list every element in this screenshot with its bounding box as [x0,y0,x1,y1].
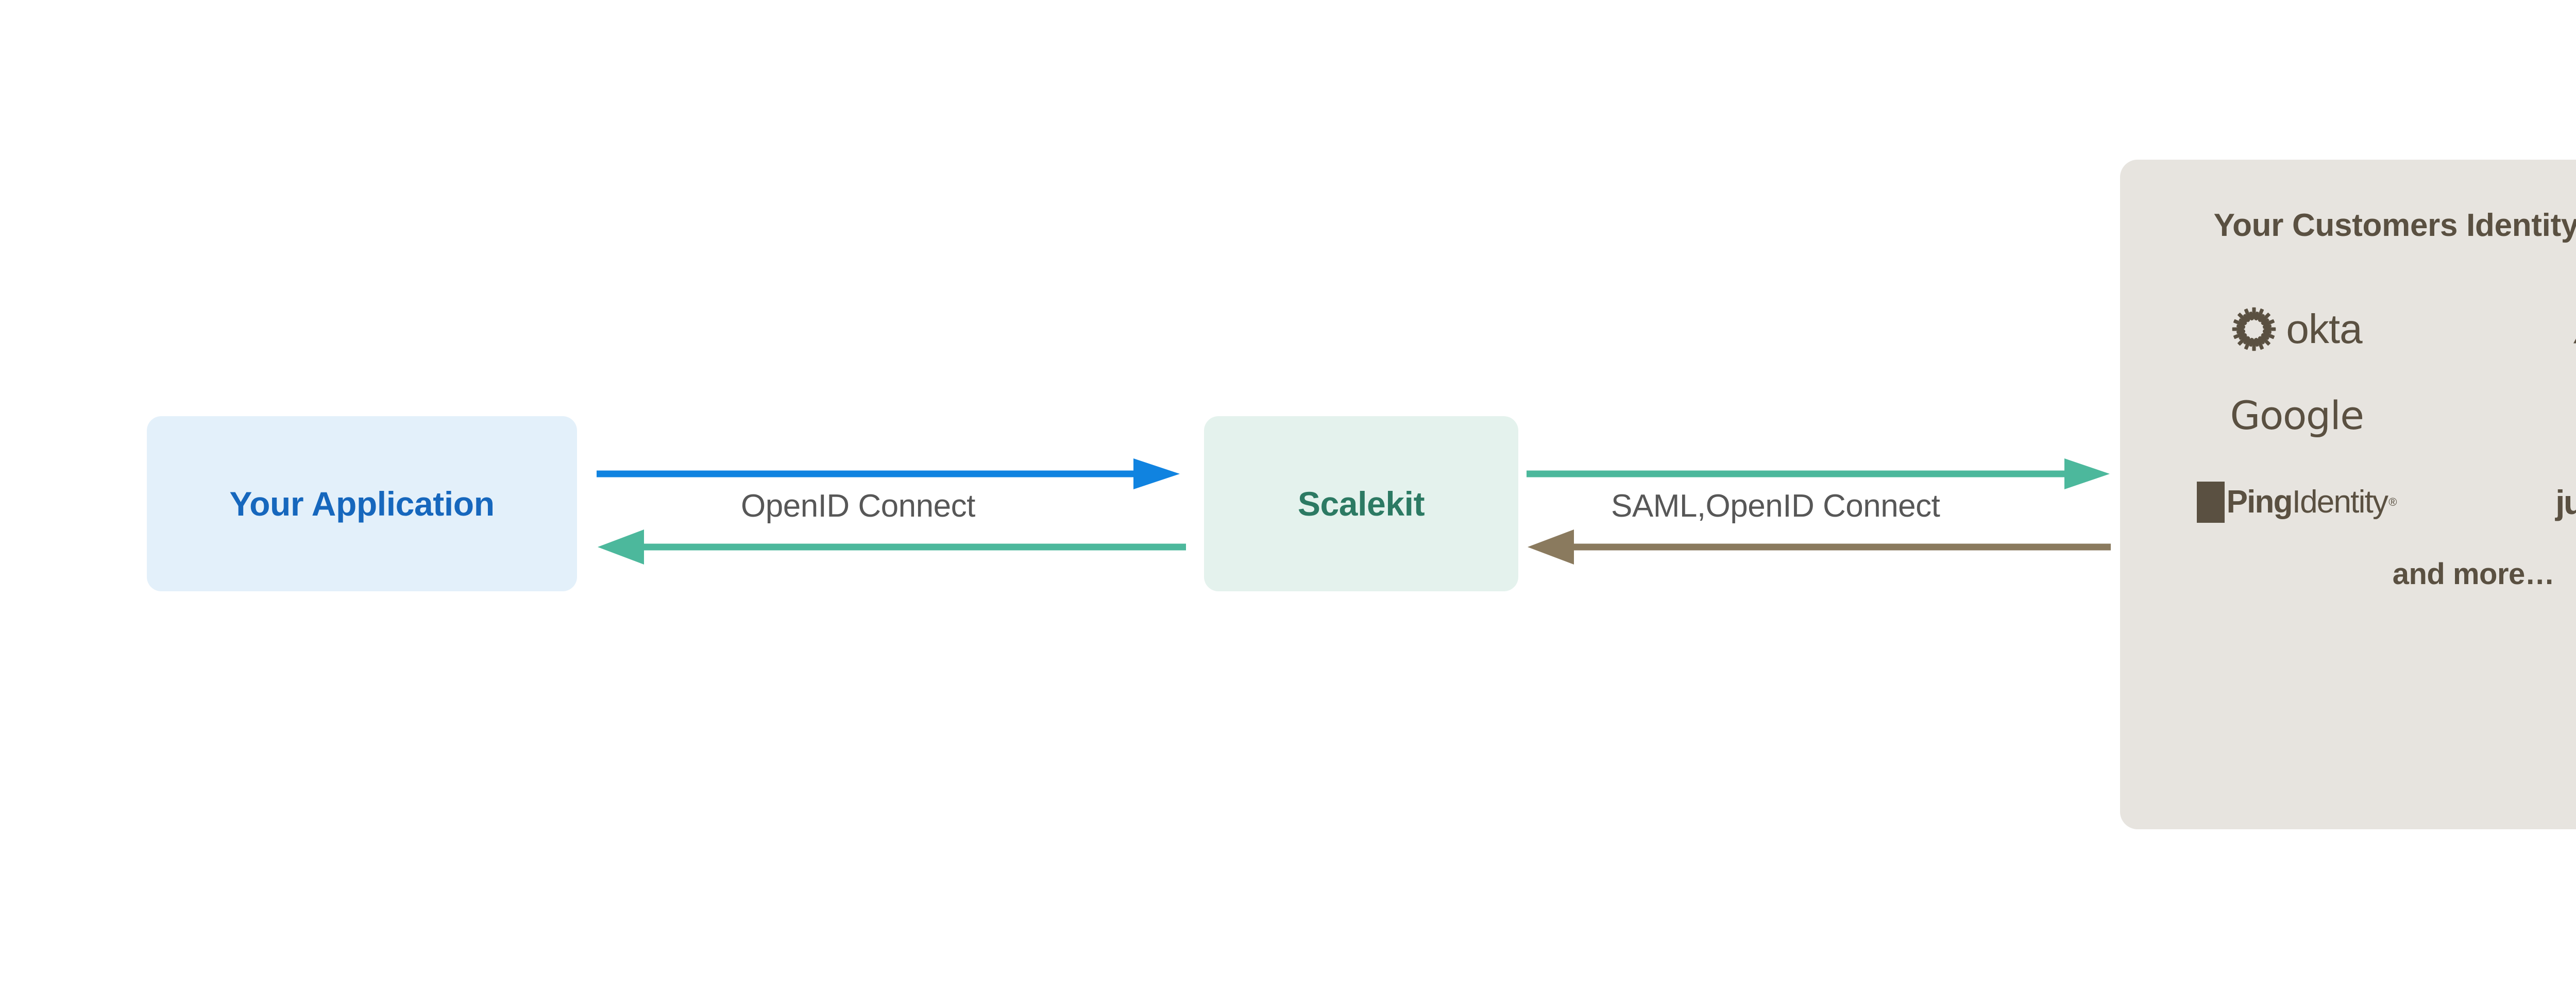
providers-grid: okta Azure Google onelogin [2120,286,2576,545]
arrow-scalekit-to-idp [1527,458,2110,489]
node-your-application[interactable]: Your Application [147,416,577,591]
provider-google[interactable]: Google [2230,392,2364,438]
arrow-app-to-scalekit [597,458,1180,489]
arrow-group-scalekit-idp [1527,458,2111,565]
node-scalekit-label: Scalekit [1297,485,1425,523]
connection-label-openid-connect-left: OpenID Connect [741,488,975,524]
okta-sunburst-icon [2231,306,2277,352]
provider-azure[interactable]: Azure [2573,309,2576,350]
provider-pingidentity-wordmark-bold: Ping [2226,484,2293,520]
providers-panel-title: Your Customers Identity Providers [2213,208,2576,243]
providers-and-more-label: and more… [2392,557,2555,591]
ping-square-icon [2196,482,2225,523]
node-scalekit[interactable]: Scalekit [1204,416,1518,591]
arrow-idp-to-scalekit [1528,529,2111,565]
providers-panel: Your Customers Identity Providers [2120,160,2576,829]
provider-pingidentity[interactable]: Ping Identity ® [2196,482,2397,523]
provider-jumpcloud[interactable]: jumpcloud TM [2555,485,2576,519]
azure-triangle-icon [2573,309,2576,350]
node-your-application-label: Your Application [229,485,495,523]
provider-pingidentity-registered-mark: ® [2388,496,2397,508]
arrow-scalekit-to-app [598,529,1186,565]
provider-okta[interactable]: okta [2231,306,2363,352]
arrow-group-app-scalekit [597,458,1186,565]
provider-pingidentity-wordmark-light: Identity [2292,484,2388,520]
provider-okta-wordmark: okta [2286,306,2362,352]
provider-jumpcloud-wordmark: jumpcloud [2555,483,2576,521]
provider-google-wordmark: Google [2230,392,2364,438]
connection-label-saml-openid-connect: SAML,OpenID Connect [1611,488,1940,524]
